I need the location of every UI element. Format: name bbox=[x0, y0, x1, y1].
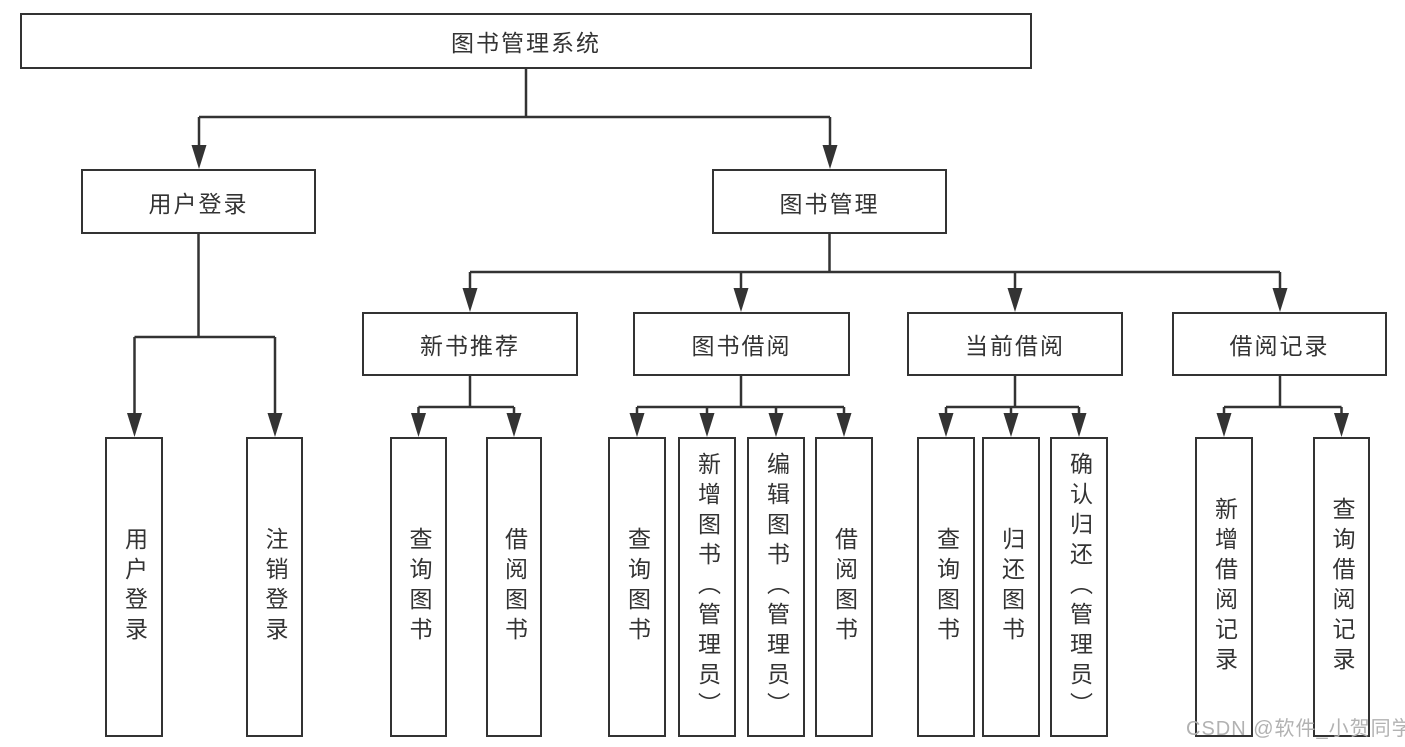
leaf-user-login: 用户登录 bbox=[105, 437, 163, 737]
leaf-borrow-books-recommend-label: 借阅图书 bbox=[501, 527, 528, 647]
leaf-query-books-borrow: 查询图书 bbox=[608, 437, 666, 737]
node-book-borrow: 图书借阅 bbox=[633, 312, 850, 376]
leaf-query-borrow-record: 查询借阅记录 bbox=[1313, 437, 1370, 737]
leaf-query-books-current-label: 查询图书 bbox=[933, 527, 960, 647]
node-book-borrow-label: 图书借阅 bbox=[691, 333, 792, 359]
leaf-query-borrow-record-label: 查询借阅记录 bbox=[1329, 497, 1355, 677]
connector-segments bbox=[133, 69, 1343, 415]
arrowhead-icons bbox=[127, 145, 1349, 437]
leaf-query-books-current: 查询图书 bbox=[917, 437, 975, 737]
leaf-borrow-books-label: 借阅图书 bbox=[831, 527, 858, 647]
leaf-logout: 注销登录 bbox=[246, 437, 303, 737]
leaf-confirm-return-admin-label: 确认归还（管理员） bbox=[1066, 452, 1093, 722]
node-root: 图书管理系统 bbox=[20, 13, 1032, 69]
leaf-add-books-admin-label: 新增图书（管理员） bbox=[694, 452, 721, 722]
leaf-return-books: 归还图书 bbox=[982, 437, 1040, 737]
leaf-logout-label: 注销登录 bbox=[262, 527, 288, 647]
node-book-management-label: 图书管理 bbox=[779, 190, 880, 217]
leaf-query-books-recommend: 查询图书 bbox=[390, 437, 447, 737]
leaf-borrow-books-recommend: 借阅图书 bbox=[486, 437, 542, 737]
node-borrow-records: 借阅记录 bbox=[1172, 312, 1387, 376]
node-current-borrow-label: 当前借阅 bbox=[965, 333, 1065, 359]
node-borrow-records-label: 借阅记录 bbox=[1229, 333, 1330, 359]
leaf-edit-books-admin-label: 编辑图书（管理员） bbox=[763, 452, 790, 722]
leaf-query-books-recommend-label: 查询图书 bbox=[406, 527, 432, 647]
node-user-login-label: 用户登录 bbox=[148, 190, 249, 217]
leaf-add-borrow-record-label: 新增借阅记录 bbox=[1211, 497, 1238, 677]
node-user-login: 用户登录 bbox=[81, 169, 316, 234]
node-new-book-recommend: 新书推荐 bbox=[362, 312, 578, 376]
csdn-watermark: CSDN @软件_小贺同学 bbox=[1186, 718, 1405, 740]
leaf-edit-books-admin: 编辑图书（管理员） bbox=[747, 437, 805, 737]
leaf-user-login-label: 用户登录 bbox=[121, 527, 148, 647]
node-new-book-recommend-label: 新书推荐 bbox=[420, 333, 520, 359]
node-current-borrow: 当前借阅 bbox=[907, 312, 1123, 376]
leaf-query-books-borrow-label: 查询图书 bbox=[624, 527, 651, 647]
node-book-management: 图书管理 bbox=[712, 169, 947, 234]
leaf-confirm-return-admin: 确认归还（管理员） bbox=[1050, 437, 1108, 737]
leaf-add-borrow-record: 新增借阅记录 bbox=[1195, 437, 1253, 737]
leaf-borrow-books: 借阅图书 bbox=[815, 437, 873, 737]
leaf-add-books-admin: 新增图书（管理员） bbox=[678, 437, 736, 737]
node-root-label: 图书管理系统 bbox=[451, 30, 601, 56]
leaf-return-books-label: 归还图书 bbox=[998, 527, 1025, 647]
